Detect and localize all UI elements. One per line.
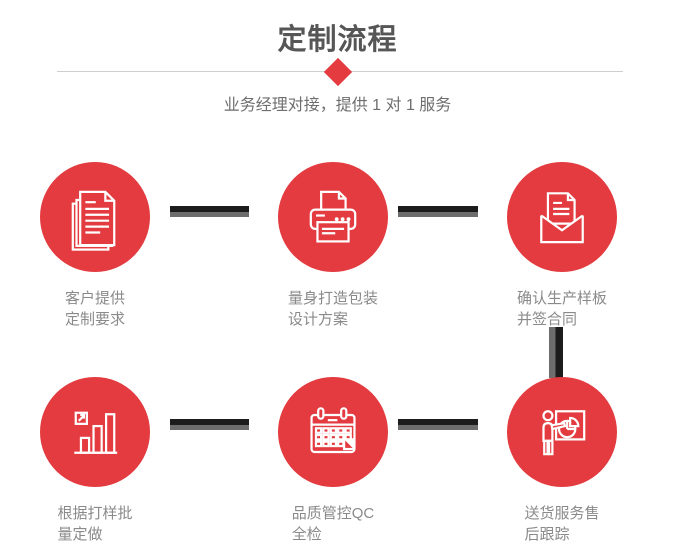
step-6: 送货服务售 后跟踪 (507, 377, 617, 545)
connector-step5-step6 (398, 419, 478, 430)
step-4: 根据打样批 量定做 (40, 377, 150, 545)
step-1-label-line2: 定制要求 (64, 311, 125, 328)
step-4-label: 根据打样批 量定做 (57, 503, 132, 545)
step-3-label-line1: 确认生产样板 (516, 290, 607, 307)
step-1-label: 客户提供 定制要求 (65, 288, 125, 330)
step-2: 量身打造包装 设计方案 (278, 162, 388, 330)
diamond-icon (323, 57, 353, 87)
documents-icon (71, 190, 116, 251)
envelope-icon (540, 192, 584, 244)
connector-step3-step6 (549, 327, 563, 378)
step-4-label-line1: 根据打样批 (57, 505, 133, 522)
printer-icon (309, 190, 357, 243)
presentation-icon (542, 410, 586, 456)
step-3-label: 确认生产样板 并签合同 (517, 288, 607, 330)
step-3: 确认生产样板 并签合同 (507, 162, 617, 330)
step-2-label: 量身打造包装 设计方案 (288, 288, 378, 330)
step-5-label-line2: 全检 (291, 526, 322, 543)
step-2-label-line2: 设计方案 (287, 311, 348, 328)
step-4-circle (40, 377, 150, 487)
step-1-circle (40, 162, 150, 272)
step-5-label: 品质管控QC 全检 (292, 503, 375, 545)
calendar-icon (310, 407, 356, 454)
bar-chart-icon (74, 411, 118, 454)
step-3-circle (507, 162, 617, 272)
connector-step4-step5 (170, 419, 249, 430)
step-6-label: 送货服务售 后跟踪 (524, 503, 599, 545)
step-5-circle (278, 377, 388, 487)
step-6-label-line1: 送货服务售 (524, 505, 600, 522)
step-4-label-line2: 量定做 (57, 526, 103, 543)
step-2-circle (278, 162, 388, 272)
step-3-label-line2: 并签合同 (516, 311, 577, 328)
step-6-circle (507, 377, 617, 487)
subtitle: 业务经理对接，提供 1 对 1 服务 (223, 97, 452, 114)
step-2-label-line1: 量身打造包装 (287, 290, 378, 307)
step-5-label-line1: 品质管控QC (291, 505, 375, 522)
step-1: 客户提供 定制要求 (40, 162, 150, 330)
page-title: 定制流程 (277, 24, 398, 56)
step-1-label-line1: 客户提供 (64, 290, 125, 307)
connector-step2-step3 (398, 206, 478, 217)
step-5: 品质管控QC 全检 (278, 377, 388, 545)
connector-step1-step2 (170, 206, 249, 217)
step-6-label-line2: 后跟踪 (524, 526, 570, 543)
